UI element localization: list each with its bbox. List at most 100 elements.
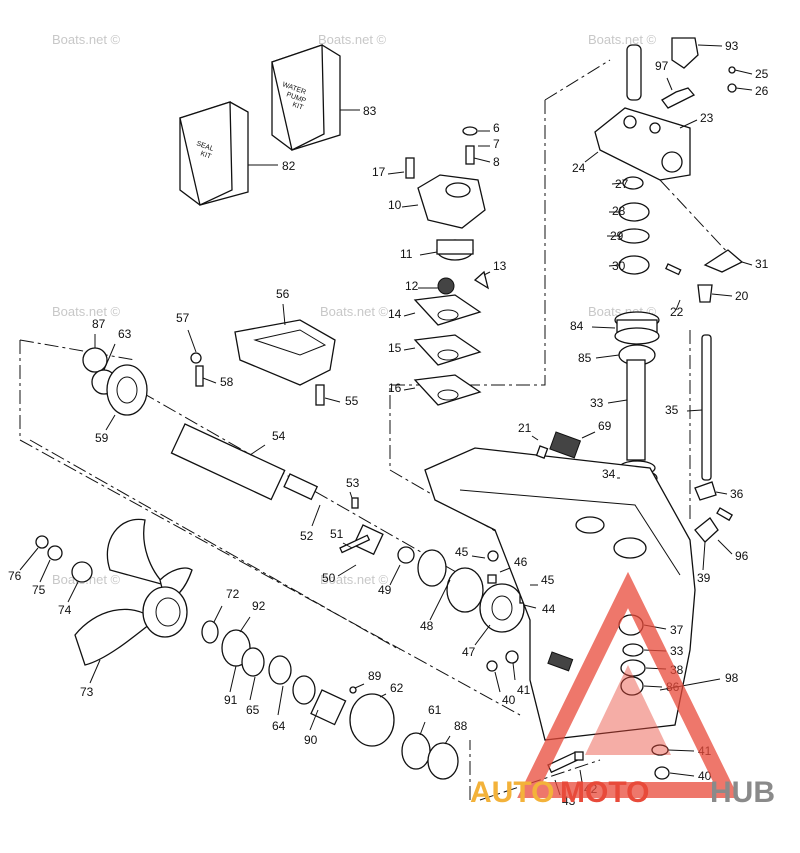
seal-kit-label: KIT bbox=[199, 150, 212, 161]
callout-leader bbox=[675, 299, 681, 311]
callout-leader bbox=[213, 605, 223, 623]
logo-auto: AUTO bbox=[470, 776, 554, 809]
callout-leader bbox=[444, 735, 451, 745]
callout-21: 21 bbox=[518, 421, 532, 435]
callout-87: 87 bbox=[92, 317, 106, 331]
callout-leader bbox=[342, 542, 353, 549]
callout-12: 12 bbox=[405, 279, 419, 293]
callout-leader bbox=[667, 749, 695, 752]
callout-leader bbox=[608, 264, 620, 267]
automotohub-logo: AUTO MOTO HUB bbox=[470, 571, 775, 809]
callout-75: 75 bbox=[32, 583, 46, 597]
callout-36: 36 bbox=[730, 487, 744, 501]
callout-33: 33 bbox=[590, 396, 604, 410]
callout-leader bbox=[471, 555, 486, 559]
callout-45: 45 bbox=[455, 545, 469, 559]
callout-leader bbox=[591, 326, 616, 329]
callout-leader bbox=[354, 683, 365, 689]
callout-47: 47 bbox=[462, 645, 476, 659]
callout-55: 55 bbox=[345, 394, 359, 408]
callout-leader bbox=[103, 343, 116, 371]
callout-25: 25 bbox=[755, 67, 769, 81]
water-pump-kit-label: KIT bbox=[291, 101, 304, 112]
callout-91: 91 bbox=[224, 693, 238, 707]
callout-98: 98 bbox=[725, 671, 739, 685]
callout-leader bbox=[202, 377, 217, 384]
callout-40: 40 bbox=[698, 769, 712, 783]
callout-53: 53 bbox=[346, 476, 360, 490]
callout-41: 41 bbox=[517, 683, 531, 697]
callout-leader bbox=[401, 204, 419, 208]
callout-90: 90 bbox=[304, 733, 318, 747]
callout-65: 65 bbox=[246, 703, 260, 717]
callout-leader bbox=[105, 414, 116, 431]
propeller bbox=[35, 518, 193, 666]
callout-leader bbox=[607, 399, 628, 404]
callout-leader bbox=[39, 559, 51, 583]
prop-hardware bbox=[201, 620, 459, 780]
callout-63: 63 bbox=[118, 327, 132, 341]
callout-28: 28 bbox=[612, 204, 626, 218]
propeller-shaft bbox=[82, 347, 319, 501]
pump-housing bbox=[405, 126, 490, 406]
callout-leader bbox=[387, 171, 405, 175]
callout-leader bbox=[249, 444, 266, 456]
callout-23: 23 bbox=[700, 111, 714, 125]
callout-leader bbox=[499, 567, 511, 573]
callout-13: 13 bbox=[493, 259, 507, 273]
callout-16: 16 bbox=[388, 381, 402, 395]
callout-51: 51 bbox=[330, 527, 344, 541]
callout-62: 62 bbox=[390, 681, 404, 695]
callout-leader bbox=[89, 659, 101, 684]
callout-40: 40 bbox=[502, 693, 516, 707]
watermark: Boats.net © bbox=[318, 32, 387, 47]
callout-84: 84 bbox=[570, 319, 584, 333]
callout-leader bbox=[611, 182, 624, 185]
callout-leader bbox=[741, 261, 753, 266]
callout-leader bbox=[389, 564, 401, 586]
callout-leader bbox=[531, 435, 539, 441]
callout-leader bbox=[483, 271, 491, 276]
callout-8: 8 bbox=[493, 155, 500, 169]
callout-leader bbox=[403, 347, 416, 351]
callout-leader bbox=[239, 616, 251, 633]
callout-leader bbox=[717, 539, 733, 555]
callout-leader bbox=[229, 665, 237, 693]
callout-leader bbox=[512, 662, 516, 681]
callout-96: 96 bbox=[735, 549, 749, 563]
callout-37: 37 bbox=[670, 623, 684, 637]
callout-20: 20 bbox=[735, 289, 749, 303]
callout-leader bbox=[702, 541, 706, 571]
callout-leader bbox=[19, 547, 39, 571]
callout-leader bbox=[697, 44, 723, 47]
callout-46: 46 bbox=[514, 555, 528, 569]
callout-97: 97 bbox=[655, 59, 669, 73]
callout-leader bbox=[187, 329, 197, 353]
callout-7: 7 bbox=[493, 137, 500, 151]
watermark: Boats.net © bbox=[52, 304, 121, 319]
bearing-carrier-plate bbox=[594, 107, 691, 181]
callout-30: 30 bbox=[612, 259, 626, 273]
callout-50: 50 bbox=[322, 571, 336, 585]
shift-rod bbox=[626, 44, 712, 481]
callout-82: 82 bbox=[282, 159, 296, 173]
callout-69: 69 bbox=[598, 419, 612, 433]
callout-34: 34 bbox=[602, 467, 616, 481]
watermark: Boats.net © bbox=[588, 32, 657, 47]
seal-stack bbox=[618, 176, 744, 303]
callout-59: 59 bbox=[95, 431, 109, 445]
callout-48: 48 bbox=[420, 619, 434, 633]
callout-74: 74 bbox=[58, 603, 72, 617]
watermark: Boats.net © bbox=[320, 572, 389, 587]
callout-leader bbox=[419, 251, 438, 256]
lower-hardware bbox=[486, 614, 670, 780]
callout-44: 44 bbox=[542, 602, 556, 616]
callout-leader bbox=[579, 769, 583, 783]
callout-35: 35 bbox=[665, 403, 679, 417]
callout-49: 49 bbox=[378, 583, 392, 597]
callout-leader bbox=[429, 579, 451, 621]
callout-leader bbox=[581, 431, 596, 439]
callout-leader bbox=[711, 293, 733, 297]
callout-56: 56 bbox=[276, 287, 290, 301]
callout-61: 61 bbox=[428, 703, 442, 717]
